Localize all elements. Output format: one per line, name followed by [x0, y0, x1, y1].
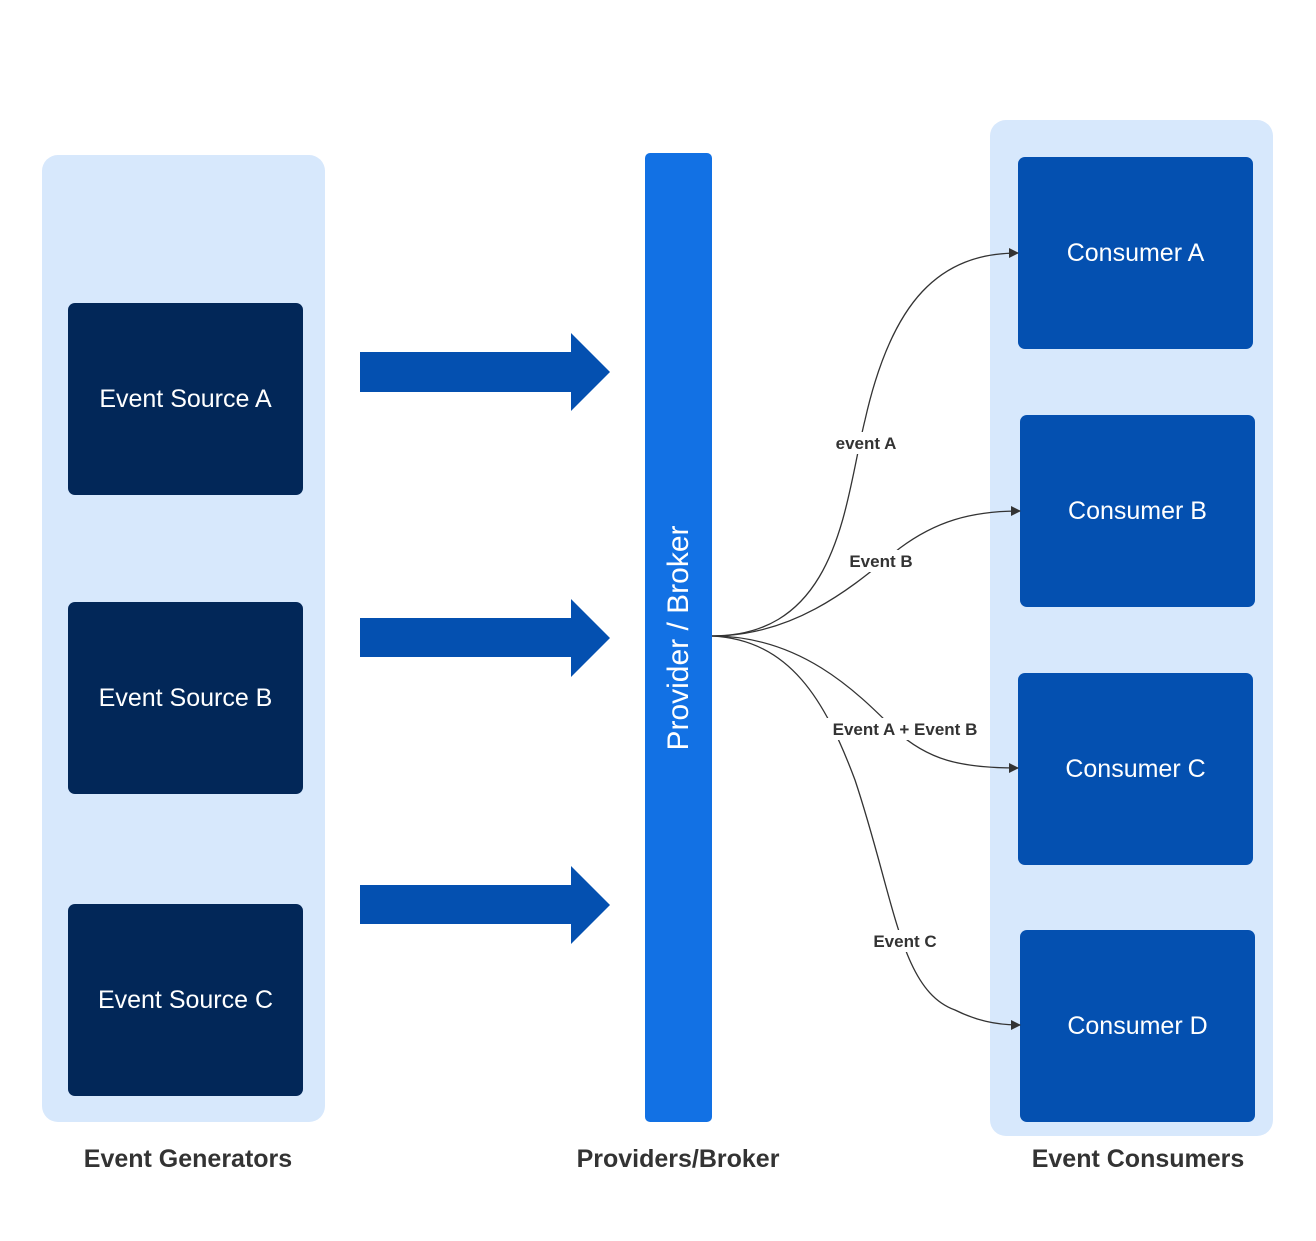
edge-label-bg-ab: [826, 718, 984, 740]
event-source-c[interactable]: Event Source C: [68, 904, 303, 1096]
consumer-a[interactable]: Consumer A: [1018, 157, 1253, 349]
edge-event-c: [711, 635, 1021, 1030]
consumer-c[interactable]: Consumer C: [1018, 673, 1253, 865]
flow-arrow-b: [360, 599, 610, 677]
event-source-a[interactable]: Event Source A: [68, 303, 303, 495]
edge-label-event-b: Event B: [849, 552, 912, 571]
edge-event-b: [711, 506, 1021, 637]
edge-event-a: [711, 248, 1019, 637]
flow-arrow-c: [360, 866, 610, 944]
consumer-d[interactable]: Consumer D: [1020, 930, 1255, 1122]
caption-providers-broker: Providers/Broker: [576, 1145, 780, 1173]
event-source-b[interactable]: Event Source B: [68, 602, 303, 794]
edge-label-event-c: Event C: [873, 932, 936, 951]
caption-event-consumers: Event Consumers: [1031, 1145, 1245, 1173]
caption-event-generators: Event Generators: [83, 1145, 293, 1173]
edge-label-event-a-plus-b: Event A + Event B: [833, 720, 978, 739]
provider-broker-bar[interactable]: Provider / Broker: [645, 153, 712, 1122]
edge-label-bg-a: [831, 432, 901, 454]
edge-event-a-plus-b: [711, 635, 1019, 773]
edge-label-bg-c: [868, 930, 942, 952]
flow-arrow-a: [360, 333, 610, 411]
consumer-b[interactable]: Consumer B: [1020, 415, 1255, 607]
edge-label-bg-b: [846, 550, 916, 572]
edge-label-event-a: event A: [836, 434, 897, 453]
